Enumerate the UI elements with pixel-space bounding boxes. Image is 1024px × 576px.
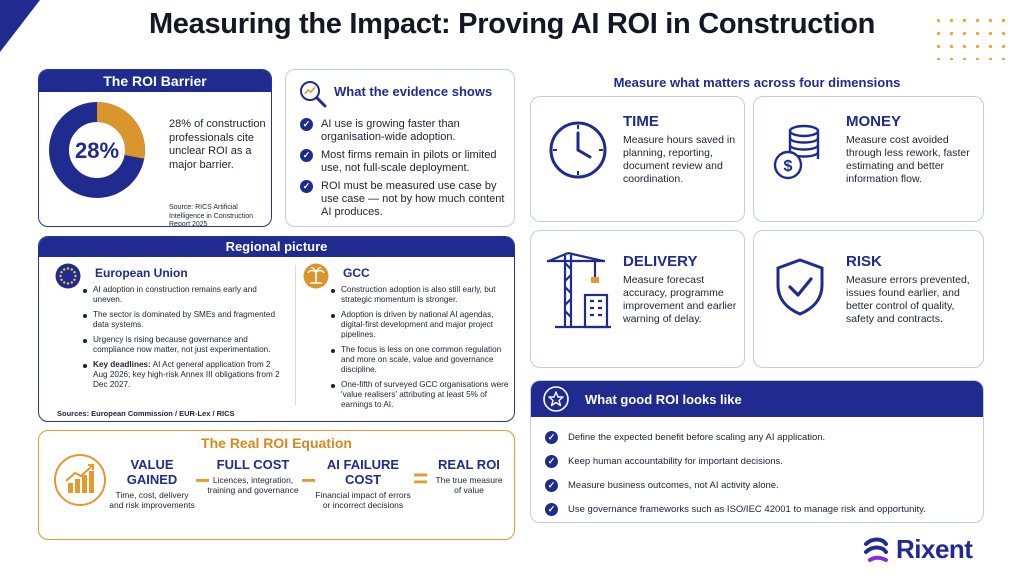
check-icon: ✓ [545,503,558,516]
check-icon: ✓ [300,180,313,193]
shield-icon [776,258,824,316]
eu-title: European Union [95,266,188,280]
gcc-item: The focus is less on one common regulati… [331,345,509,375]
good-roi-item: ✓Define the expected benefit before scal… [545,431,975,444]
equation-term-result: REAL ROI The true measure of value [435,457,503,495]
eu-item: The sector is dominated by SMEs and frag… [83,310,283,330]
star-icon [543,386,569,412]
equation-card: The Real ROI Equation VALUE GAINED Time,… [38,430,515,540]
equals-operator: = [413,463,429,493]
eu-list: AI adoption in construction remains earl… [83,285,283,395]
minus-operator: − [195,465,211,495]
check-icon: ✓ [545,455,558,468]
roi-barrier-header: The ROI Barrier [39,70,271,92]
gcc-item: Construction adoption is also still earl… [331,285,509,305]
roi-barrier-card: The ROI Barrier 28% 28% of construction … [38,69,272,227]
dimension-title: TIME [623,113,659,130]
clock-icon [549,121,607,179]
good-roi-card: What good ROI looks like ✓Define the exp… [530,380,984,523]
gcc-item: Adoption is driven by national AI agenda… [331,310,509,340]
eu-deadline-item: Key deadlines: AI Act general applicatio… [83,360,283,390]
crane-icon [547,251,611,329]
minus-operator: − [301,465,317,495]
dimension-card-time: TIME Measure hours saved in planning, re… [530,96,745,222]
dimension-desc: Measure forecast accuracy, programme imp… [623,274,737,325]
rixent-logo: Rixent [862,532,1002,568]
magnifier-chart-icon [300,81,327,108]
dot-pattern [932,14,1010,60]
good-roi-item: ✓Keep human accountability for important… [545,455,975,468]
page-title: Measuring the Impact: Proving AI ROI in … [148,8,876,40]
good-roi-item: ✓Use governance frameworks such as ISO/I… [545,503,975,516]
regional-header: Regional picture [39,237,514,257]
equation-header: The Real ROI Equation [201,435,352,451]
dimension-title: DELIVERY [623,253,698,270]
eu-item: Urgency is rising because governance and… [83,335,283,355]
equation-term-cost: FULL COST Licences, integration, trainin… [207,457,299,495]
gcc-title: GCC [343,266,370,280]
logo-text: Rixent [896,534,973,564]
evidence-list: ✓AI use is growing faster than organisat… [300,118,506,224]
gcc-item: One-fifth of surveyed GCC organisations … [331,380,509,410]
check-icon: ✓ [300,118,313,131]
dimensions-header: Measure what matters across four dimensi… [613,75,901,90]
palm-tree-icon [303,263,329,289]
evidence-header: What the evidence shows [334,84,493,99]
donut-segment [49,102,145,198]
good-roi-header: What good ROI looks like [585,392,742,407]
equation-term-failure: AI FAILURE COST Financial impact of erro… [315,457,411,510]
equation-term-value: VALUE GAINED Time, cost, delivery and ri… [109,457,195,510]
dimension-desc: Measure hours saved in planning, reporti… [623,134,736,185]
check-icon: ✓ [300,149,313,162]
roi-percent: 28% [75,138,119,163]
eu-item: AI adoption in construction remains earl… [83,285,283,305]
dimension-card-money: $ MONEY Measure cost avoided through les… [753,96,984,222]
regional-card: Regional picture European Union AI adopt… [38,236,515,422]
growth-chart-icon [54,454,106,506]
evidence-card: What the evidence shows ✓AI use is growi… [285,69,515,227]
good-roi-item: ✓Measure business outcomes, not AI activ… [545,479,975,492]
good-roi-header-bar: What good ROI looks like [531,381,983,417]
roi-barrier-text: 28% of construction professionals cite u… [169,118,266,171]
dimension-desc: Measure errors prevented, issues found e… [846,274,970,325]
evidence-item: ✓Most firms remain in pilots or limited … [300,149,506,175]
check-icon: ✓ [545,431,558,444]
dimension-card-delivery: DELIVERY Measure forecast accuracy, prog… [530,230,745,368]
eu-flag-icon [55,263,81,289]
dimension-title: RISK [846,253,882,270]
coins-icon: $ [773,124,820,180]
roi-donut-chart: 28% [49,102,145,198]
evidence-item: ✓AI use is growing faster than organisat… [300,118,506,144]
evidence-item: ✓ROI must be measured use case by use ca… [300,180,506,219]
region-divider [295,265,296,405]
roi-barrier-source: Source: RICS Artificial Intelligence in … [169,204,254,227]
regional-sources: Sources: European Commission / EUR-Lex /… [57,409,235,418]
dimension-title: MONEY [846,113,902,130]
gcc-list: Construction adoption is also still earl… [331,285,509,415]
corner-decoration [0,0,40,52]
good-roi-list: ✓Define the expected benefit before scal… [545,431,975,522]
rixent-logo-mark-icon [864,537,888,562]
dimension-card-risk: RISK Measure errors prevented, issues fo… [753,230,984,368]
dimension-desc: Measure cost avoided through less rework… [846,134,970,185]
check-icon: ✓ [545,479,558,492]
svg-text:$: $ [784,158,793,175]
